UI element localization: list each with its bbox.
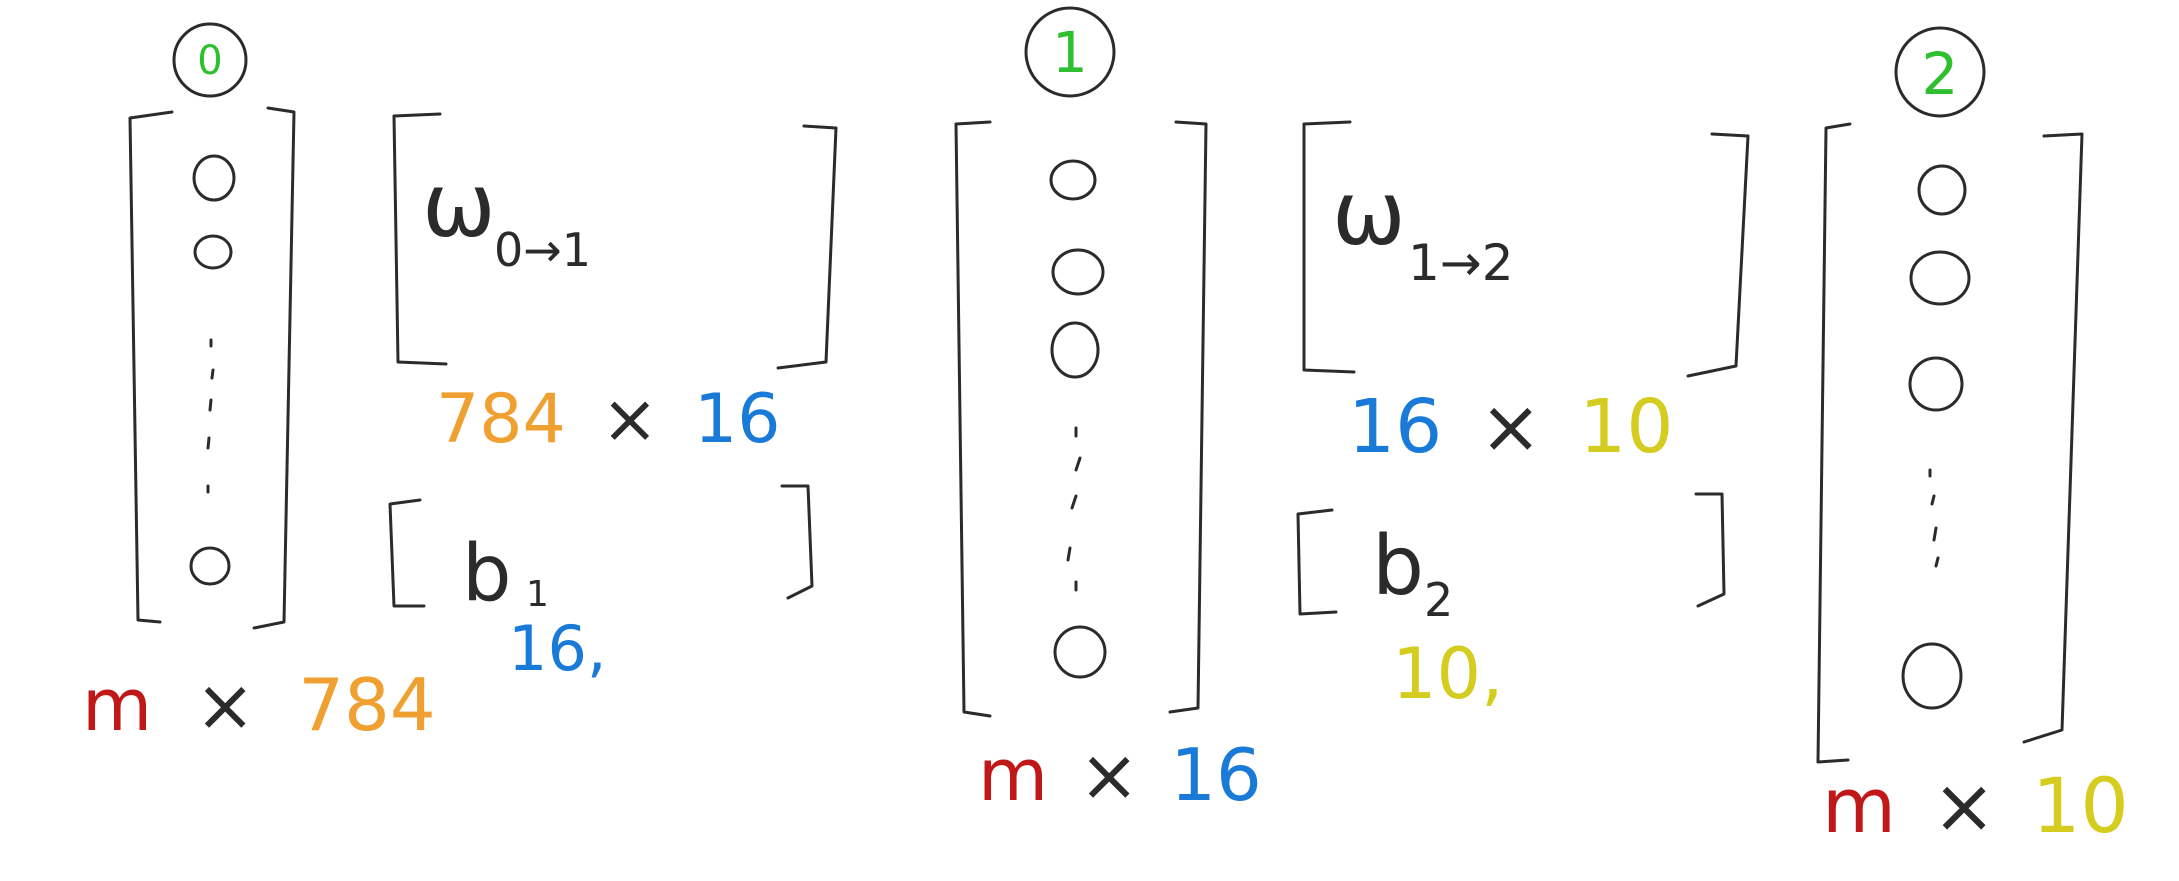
bias-vector-2: b 2 10,	[1296, 492, 1726, 715]
bias-2-shape: 10,	[1392, 633, 1503, 715]
bias-vector-1: b 1 16,	[388, 484, 814, 685]
layer-0: 0 m × 784	[82, 22, 436, 747]
weight-0-1-left-bracket	[392, 112, 448, 366]
layer-1-left-bracket	[954, 120, 992, 718]
bias-1-subscript: 1	[526, 574, 549, 615]
bias-1-symbol: b	[462, 529, 512, 619]
layer-2-ellipsis-dot	[1930, 494, 1936, 506]
weight-1-2-subscript: 1→2	[1408, 234, 1514, 292]
layer-1-shape: m × 16	[978, 733, 1262, 817]
weight-0-1-times: ×	[601, 380, 658, 459]
weight-0-1-subscript: 0→1	[494, 223, 591, 277]
layer-2-left-bracket	[1816, 122, 1852, 764]
layer-1-shape-m: m	[978, 733, 1048, 817]
layer-0-neuron	[193, 234, 233, 270]
weight-1-2-left-bracket	[1302, 120, 1356, 374]
weight-matrix-0-1: ω 0→1 784 × 16	[392, 112, 838, 459]
layer-0-left-bracket	[128, 110, 174, 624]
weight-0-1-right-bracket	[776, 124, 838, 370]
bias-1-shape: 16,	[508, 612, 607, 685]
layer-0-index: 0	[197, 38, 222, 84]
layer-2-neuron	[1909, 250, 1971, 306]
weight-1-2-right-bracket	[1686, 132, 1750, 378]
layer-2-neuron	[1901, 642, 1963, 710]
layer-0-shape: m × 784	[82, 663, 436, 747]
layer-1-ellipsis-dot	[1070, 494, 1078, 510]
layer-1-neuron	[1049, 159, 1097, 201]
layer-0-index-circle	[172, 22, 248, 98]
layer-2-index: 2	[1922, 40, 1959, 108]
layer-2-neuron	[1917, 164, 1967, 216]
weight-1-2-times: ×	[1480, 384, 1542, 470]
layer-0-shape-times: ×	[195, 663, 255, 747]
layer-1-ellipsis-dot	[1066, 546, 1072, 562]
weight-1-2-rows: 16	[1348, 384, 1442, 470]
layer-0-ellipsis-dot	[210, 368, 215, 380]
layer-2-ellipsis-dot	[1934, 556, 1940, 568]
layer-0-neuron	[192, 154, 236, 202]
layer-0-shape-n: 784	[298, 663, 435, 747]
layer-0-right-bracket	[252, 106, 296, 630]
bias-2-right-bracket	[1694, 492, 1726, 608]
layer-2-shape: m × 10	[1822, 761, 2129, 850]
weight-1-2-symbol: ω	[1332, 162, 1406, 265]
layer-0-shape-m: m	[82, 663, 152, 747]
bias-1-left-bracket	[388, 498, 426, 608]
weight-1-2-cols: 10	[1579, 384, 1673, 470]
layer-2-shape-times: ×	[1932, 761, 1996, 850]
layer-2-shape-n: 10	[2032, 761, 2129, 850]
bias-2-symbol: b	[1372, 519, 1424, 614]
layer-0-neuron	[189, 546, 231, 586]
layer-1-shape-n: 16	[1170, 733, 1262, 817]
layer-1-shape-times: ×	[1079, 733, 1139, 817]
layer-1-neuron	[1053, 625, 1107, 679]
layer-0-ellipsis-dot	[208, 398, 213, 412]
bias-1-right-bracket	[780, 484, 814, 600]
layer-2: 2 m × 10	[1816, 26, 2129, 850]
layer-2-shape-m: m	[1822, 761, 1896, 850]
weight-1-2-shape: 16 × 10	[1348, 384, 1673, 470]
layer-1-neuron	[1050, 321, 1100, 379]
layer-1: 1 m × 16	[954, 6, 1262, 817]
layer-0-ellipsis-dot	[206, 436, 211, 450]
layer-1-index-circle	[1024, 6, 1116, 98]
weight-0-1-shape: 784 × 16	[436, 380, 781, 459]
layer-2-right-bracket	[2022, 132, 2084, 744]
layer-1-neuron	[1051, 248, 1105, 296]
weight-0-1-rows: 784	[436, 380, 566, 459]
layer-2-index-circle	[1894, 26, 1986, 118]
layer-2-ellipsis-dot	[1932, 526, 1938, 542]
weight-0-1-symbol: ω	[422, 154, 496, 257]
weight-matrix-1-2: ω 1→2 16 × 10	[1302, 120, 1750, 470]
layer-1-ellipsis-dot	[1074, 456, 1082, 472]
bias-2-left-bracket	[1296, 508, 1338, 616]
layer-1-right-bracket	[1168, 120, 1208, 714]
layer-1-index: 1	[1052, 21, 1088, 86]
layer-2-neuron	[1908, 356, 1964, 412]
weight-0-1-cols: 16	[694, 380, 781, 459]
bias-2-subscript: 2	[1424, 573, 1453, 627]
